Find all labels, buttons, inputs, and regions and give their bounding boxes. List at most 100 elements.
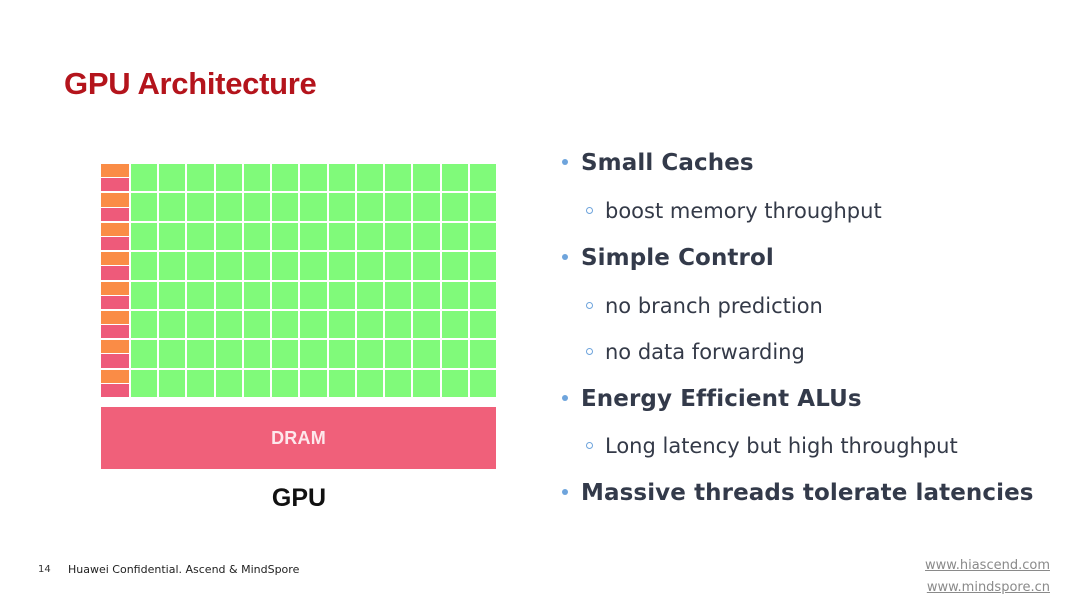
alu-cell xyxy=(413,252,440,280)
sub-bullet-item: no branch prediction xyxy=(586,294,823,318)
alu-cell xyxy=(215,340,242,368)
alu-cell xyxy=(300,369,327,397)
gpu-caption: GPU xyxy=(271,484,327,512)
link-hiascend[interactable]: www.hiascend.com xyxy=(925,558,1050,573)
control-cache-unit xyxy=(101,369,129,397)
alu-cell xyxy=(328,310,355,339)
alu-cell xyxy=(469,164,496,192)
control-cache-unit xyxy=(101,281,129,309)
alu-cell xyxy=(215,252,242,280)
alu-cell xyxy=(243,222,271,251)
alu-cell xyxy=(413,164,440,192)
control-cache-unit xyxy=(101,222,129,251)
control-unit xyxy=(101,281,129,295)
alu-cell xyxy=(356,340,384,368)
alu-cell xyxy=(187,281,214,309)
alu-cell xyxy=(356,310,384,339)
alu-cell xyxy=(215,164,242,192)
cache-unit xyxy=(101,295,129,309)
bullet-dot-icon xyxy=(562,394,568,401)
alu-cell xyxy=(328,340,355,368)
sub-bullet-item: Long latency but high throughput xyxy=(586,434,958,458)
alu-cell xyxy=(131,252,158,280)
alu-cell xyxy=(441,193,468,221)
alu-cell xyxy=(187,252,214,280)
alu-cell xyxy=(272,281,299,309)
alu-cell xyxy=(385,164,412,192)
alu-cell xyxy=(356,369,384,397)
alu-cell xyxy=(328,281,355,309)
link-mindspore[interactable]: www.mindspore.cn xyxy=(926,580,1050,595)
alu-cell xyxy=(131,222,158,251)
bullet-dot-icon xyxy=(562,253,568,260)
control-unit xyxy=(101,369,129,383)
alu-cell xyxy=(441,164,468,192)
alu-cell xyxy=(385,310,412,339)
alu-cell xyxy=(469,281,496,309)
alu-cell xyxy=(356,281,384,309)
cache-unit xyxy=(101,236,129,251)
alu-cell xyxy=(300,164,327,192)
cache-unit xyxy=(101,178,129,192)
alu-cell xyxy=(469,222,496,251)
alu-cell xyxy=(356,222,384,251)
alu-cell xyxy=(441,310,468,339)
alu-cell xyxy=(215,310,242,339)
alu-cell xyxy=(356,164,384,192)
alu-cell xyxy=(187,340,214,368)
alu-cell xyxy=(159,281,186,309)
bullet-text: Massive threads tolerate latencies xyxy=(581,480,1034,506)
bullet-text: Small Caches xyxy=(581,150,754,176)
alu-cell xyxy=(441,340,468,368)
alu-cell xyxy=(131,310,158,339)
bullet-text: Energy Efficient ALUs xyxy=(581,386,862,412)
alu-cell xyxy=(187,369,214,397)
control-cache-unit xyxy=(101,193,129,221)
alu-cell xyxy=(272,164,299,192)
alu-cell xyxy=(159,369,186,397)
alu-cell xyxy=(131,193,158,221)
alu-cell xyxy=(272,310,299,339)
control-cache-unit xyxy=(101,252,129,280)
alu-cell xyxy=(243,369,271,397)
alu-cell xyxy=(469,310,496,339)
alu-cell xyxy=(413,310,440,339)
bullet-text: Long latency but high throughput xyxy=(605,434,958,458)
alu-cell xyxy=(300,340,327,368)
alu-cell xyxy=(328,164,355,192)
alu-cell xyxy=(385,193,412,221)
slide-title: GPU Architecture xyxy=(64,66,317,101)
cache-unit xyxy=(101,354,129,368)
control-unit xyxy=(101,310,129,325)
alu-cell xyxy=(131,340,158,368)
control-unit xyxy=(101,193,129,207)
alu-cell xyxy=(441,281,468,309)
alu-cell xyxy=(385,281,412,309)
alu-cell xyxy=(413,193,440,221)
dram-label: DRAM xyxy=(271,427,326,448)
control-cache-unit xyxy=(101,164,129,192)
alu-cell xyxy=(243,193,271,221)
bullet-item: Simple Control xyxy=(562,245,774,271)
bullet-circle-icon xyxy=(586,301,593,309)
alu-cell xyxy=(243,164,271,192)
alu-cell xyxy=(385,340,412,368)
alu-cell xyxy=(413,281,440,309)
alu-cell xyxy=(215,281,242,309)
alu-cell xyxy=(159,252,186,280)
control-unit xyxy=(101,340,129,354)
bullet-circle-icon xyxy=(586,441,593,449)
alu-cell xyxy=(441,222,468,251)
alu-cell xyxy=(243,340,271,368)
alu-cell xyxy=(159,340,186,368)
bullet-text: Simple Control xyxy=(581,245,774,271)
alu-cell xyxy=(215,222,242,251)
control-unit xyxy=(101,164,129,178)
alu-cell xyxy=(243,281,271,309)
gpu-core-grid xyxy=(101,164,496,397)
alu-cell xyxy=(215,193,242,221)
cache-unit xyxy=(101,207,129,221)
bullet-circle-icon xyxy=(586,206,593,214)
control-unit xyxy=(101,252,129,266)
alu-cell xyxy=(159,310,186,339)
